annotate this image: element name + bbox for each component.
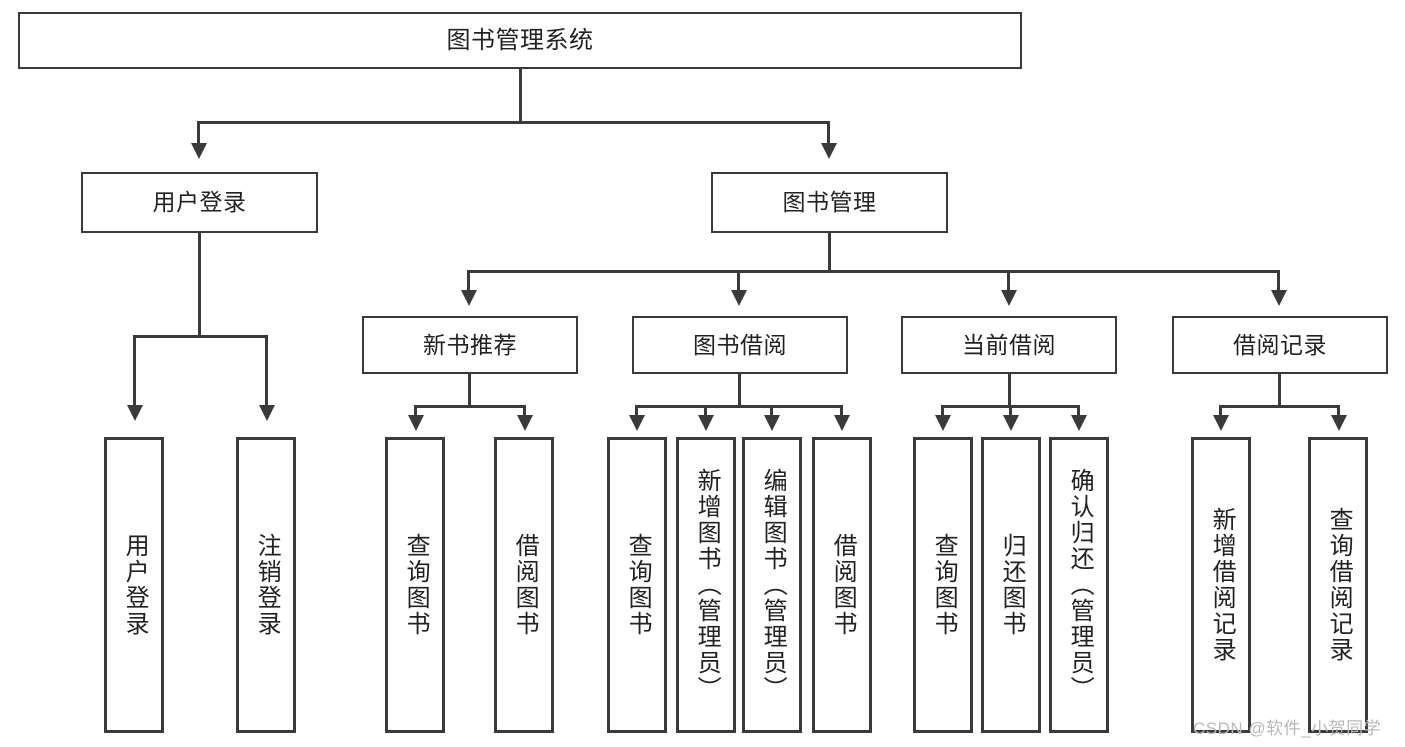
connector-user-drop-1 [133,335,136,407]
leaf-return-book[interactable]: 归还图书 [981,437,1041,733]
connector-bookborrow-drop-3 [770,405,773,417]
node-label: 新增借阅记录 [1208,507,1236,663]
node-current-borrow[interactable]: 当前借阅 [901,316,1117,374]
node-label: 查询图书 [930,533,958,637]
connector-level3-drop-3 [1007,270,1010,292]
arrow-to-leaf-add-record [1213,415,1229,431]
leaf-query-borrow-record[interactable]: 查询借阅记录 [1308,437,1368,733]
connector-borrowrecord-drop-2 [1337,405,1340,417]
connector-level3-drop-1 [467,270,470,292]
connector-user-stem [198,233,201,337]
leaf-query-book-current[interactable]: 查询图书 [913,437,973,733]
node-label: 新书推荐 [423,331,517,358]
connector-bookborrow-bus [635,405,843,408]
arrow-to-leaf-borrow-book-a [517,415,533,431]
connector-bookborrow-drop-1 [635,405,638,417]
arrow-to-leaf-borrow-book-b [834,415,850,431]
node-label: 用户登录 [152,189,247,216]
connector-level2-bus [197,121,830,124]
node-label: 用户登录 [121,533,149,637]
connector-bookborrow-stem [738,374,741,407]
arrow-to-book-manage [821,143,837,159]
node-label: 借阅记录 [1233,331,1327,358]
arrow-to-leaf-confirm-return [1071,415,1087,431]
leaf-user-login[interactable]: 用户登录 [104,437,164,733]
node-label: 图书管理 [782,189,877,216]
node-label: 归还图书 [998,533,1026,637]
node-label: 查询借阅记录 [1325,507,1353,663]
leaf-add-book-admin[interactable]: 新增图书（管理员） [676,437,736,733]
arrow-to-user-login [191,143,207,159]
node-label: 确认归还（管理员） [1066,468,1094,702]
node-label: 查询图书 [402,533,430,637]
connector-newbook-drop-2 [523,405,526,417]
connector-newbook-bus [414,405,526,408]
arrow-to-leaf-query-book-a [408,415,424,431]
node-user-login[interactable]: 用户登录 [81,172,318,233]
connector-newbook-drop-1 [414,405,417,417]
connector-bookborrow-drop-2 [704,405,707,417]
node-label: 当前借阅 [962,331,1056,358]
leaf-borrow-book-new[interactable]: 借阅图书 [494,437,554,733]
connector-book-stem [828,233,831,272]
node-label: 借阅图书 [829,533,857,637]
connector-currentborrow-drop-3 [1077,405,1080,417]
connector-level3-bus [467,270,1279,273]
node-label: 图书借阅 [693,331,787,358]
node-borrow-record[interactable]: 借阅记录 [1172,316,1388,374]
node-label: 编辑图书（管理员） [759,468,787,702]
arrow-to-new-book [461,290,477,306]
watermark-csdn: CSDN @软件_小贺同学 [1193,719,1382,738]
connector-user-bus [133,335,268,338]
arrow-to-leaf-add-book [698,415,714,431]
connector-borrowrecord-bus [1219,405,1340,408]
leaf-query-book-new[interactable]: 查询图书 [385,437,445,733]
connector-bookborrow-drop-4 [840,405,843,417]
connector-currentborrow-stem [1008,374,1011,407]
connector-borrowrecord-drop-1 [1219,405,1222,417]
connector-level2-drop-book [827,121,830,145]
leaf-add-borrow-record[interactable]: 新增借阅记录 [1191,437,1251,733]
node-label: 图书管理系统 [446,26,594,54]
connector-borrowrecord-stem [1278,374,1281,407]
connector-user-drop-2 [265,335,268,407]
leaf-borrow-book[interactable]: 借阅图书 [812,437,872,733]
leaf-edit-book-admin[interactable]: 编辑图书（管理员） [742,437,802,733]
leaf-query-book-borrow[interactable]: 查询图书 [607,437,667,733]
connector-currentborrow-drop-1 [941,405,944,417]
node-label: 新增图书（管理员） [693,468,721,702]
arrow-to-leaf-user-login [127,405,143,421]
connector-level3-drop-4 [1277,270,1280,292]
node-label: 查询图书 [624,533,652,637]
node-root-system[interactable]: 图书管理系统 [18,12,1022,69]
arrow-to-leaf-query-book-b [629,415,645,431]
arrow-to-current-borrow [1001,290,1017,306]
connector-level3-drop-2 [737,270,740,292]
node-book-borrow[interactable]: 图书借阅 [632,316,848,374]
arrow-to-leaf-query-book-c [935,415,951,431]
node-new-book-recommend[interactable]: 新书推荐 [362,316,578,374]
leaf-confirm-return-admin[interactable]: 确认归还（管理员） [1049,437,1109,733]
arrow-to-book-borrow [731,290,747,306]
arrow-to-leaf-edit-book [764,415,780,431]
connector-currentborrow-drop-2 [1009,405,1012,417]
connector-level2-drop-user [197,121,200,145]
arrow-to-borrow-record [1271,290,1287,306]
node-label: 借阅图书 [511,533,539,637]
connector-root-stem [519,69,522,123]
node-book-manage[interactable]: 图书管理 [711,172,948,233]
node-label: 注销登录 [253,533,281,637]
leaf-logout[interactable]: 注销登录 [236,437,296,733]
arrow-to-leaf-query-record [1331,415,1347,431]
connector-newbook-stem [468,374,471,407]
arrow-to-leaf-logout [259,405,275,421]
arrow-to-leaf-return-book [1003,415,1019,431]
